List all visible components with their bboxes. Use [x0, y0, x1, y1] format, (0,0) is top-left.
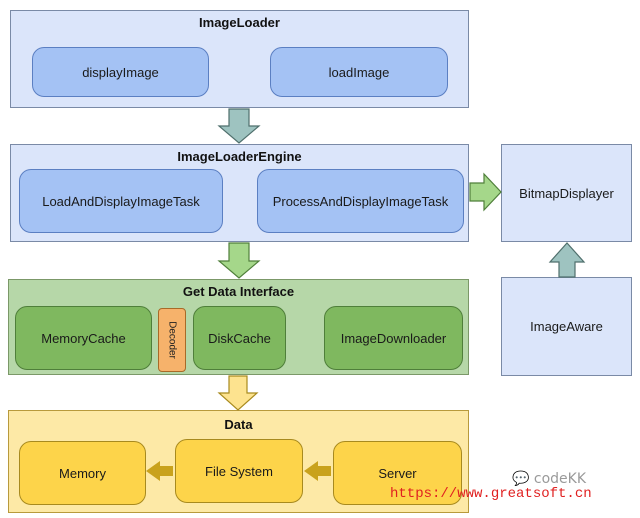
bitmap-displayer-box: BitmapDisplayer	[501, 144, 632, 242]
data-title: Data	[224, 417, 253, 432]
load-and-display-task-node: LoadAndDisplayImageTask	[19, 169, 223, 233]
memory-node: Memory	[19, 441, 146, 505]
memory-cache-node: MemoryCache	[15, 306, 152, 370]
image-downloader-node: ImageDownloader	[324, 306, 463, 370]
arrow-filesystem-to-memory	[146, 461, 173, 481]
image-aware-box: ImageAware	[501, 277, 632, 376]
watermark-url: https://www.greatsoft.cn	[390, 486, 592, 502]
arrow-image-aware-to-bitmap-displayer	[548, 242, 586, 278]
arrow-engine-to-bitmap-displayer	[469, 172, 502, 212]
arrow-engine-to-getdata	[217, 242, 261, 279]
image-loader-panel: ImageLoader displayImage loadImage	[10, 10, 469, 108]
arrow-server-to-filesystem	[304, 461, 331, 481]
arrow-getdata-to-data	[217, 375, 259, 411]
watermark-logo: 💬 codeKK	[512, 471, 586, 487]
decoder-box: Decoder	[158, 308, 186, 372]
image-loader-engine-panel: ImageLoaderEngine LoadAndDisplayImageTas…	[10, 144, 469, 242]
watermark-logo-text: codeKK	[533, 471, 587, 487]
data-panel: Data Memory File System Server	[8, 410, 469, 513]
server-node: Server	[333, 441, 462, 505]
wechat-icon: 💬	[512, 471, 530, 487]
get-data-interface-panel: Get Data Interface MemoryCache Decoder D…	[8, 279, 469, 375]
disk-cache-node: DiskCache	[193, 306, 286, 370]
image-loader-title: ImageLoader	[199, 15, 280, 30]
display-image-node: displayImage	[32, 47, 209, 97]
arrow-loader-to-engine	[217, 108, 261, 144]
engine-title: ImageLoaderEngine	[177, 149, 302, 164]
process-and-display-task-node: ProcessAndDisplayImageTask	[257, 169, 464, 233]
load-image-node: loadImage	[270, 47, 448, 97]
get-data-title: Get Data Interface	[182, 284, 295, 299]
file-system-node: File System	[175, 439, 303, 503]
